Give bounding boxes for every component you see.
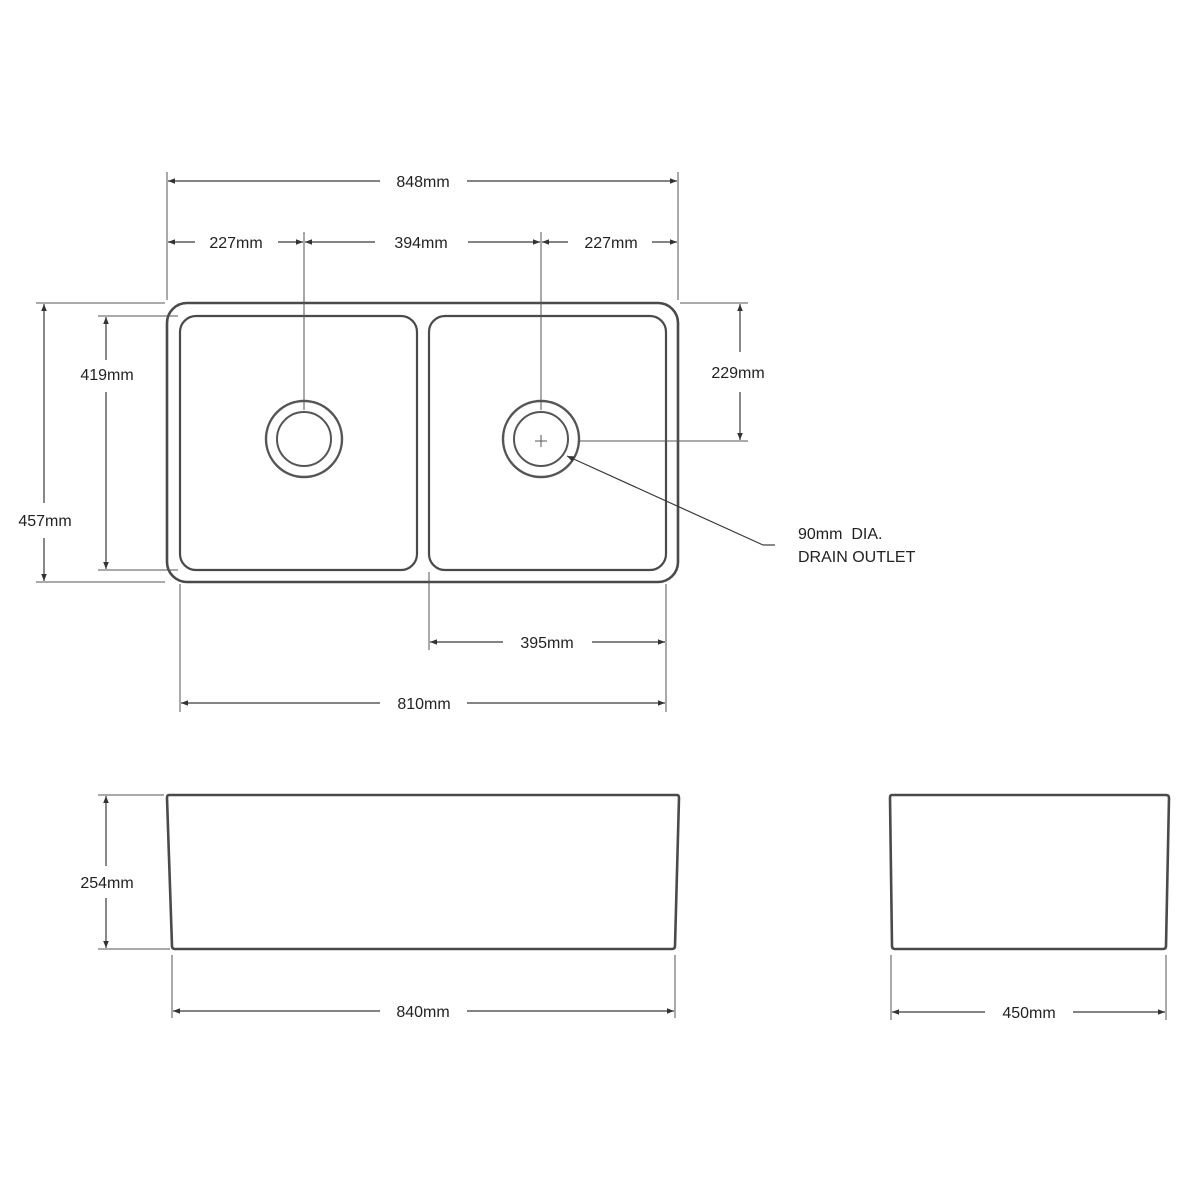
sink-outline — [165, 301, 680, 584]
drain-callout: 90mm DIA. DRAIN OUTLET — [566, 455, 916, 566]
dim-drain-positions: 227mm 394mm 227mm — [168, 235, 677, 252]
dim-label-drain-spacing: 394mm — [394, 235, 447, 252]
dim-label-right-bowl-width: 395mm — [520, 635, 573, 652]
dim-label-left-offset: 227mm — [209, 235, 262, 252]
dim-label-overall-width: 848mm — [396, 174, 449, 191]
dim-label-bowl-depth: 419mm — [80, 367, 133, 384]
dim-side-width: 450mm — [892, 1005, 1165, 1022]
left-bowl — [178, 314, 419, 572]
dim-bowl-depth: 419mm — [80, 317, 134, 569]
dim-label-front-height: 254mm — [80, 875, 133, 892]
dim-label-front-width: 840mm — [396, 1004, 449, 1021]
right-drain — [501, 399, 581, 479]
dim-base-width: 810mm — [181, 696, 665, 713]
dim-drain-from-back: 229mm — [711, 304, 765, 440]
dim-front-width: 840mm — [173, 1004, 674, 1021]
front-view-outline — [165, 793, 681, 951]
dim-label-side-width: 450mm — [1002, 1005, 1055, 1022]
dim-overall-width: 848mm — [168, 174, 677, 191]
dim-front-height: 254mm — [80, 796, 134, 948]
side-view-outline — [888, 793, 1171, 951]
left-drain — [264, 399, 344, 479]
dim-right-bowl-width: 395mm — [430, 635, 665, 652]
dim-label-overall-depth: 457mm — [18, 513, 71, 530]
dim-label-base-width: 810mm — [397, 696, 450, 713]
dim-label-drain-from-back: 229mm — [711, 365, 764, 382]
plan-view: 848mm 227mm 394mm 227mm 457mm 419mm — [18, 172, 916, 713]
drain-note-line2: DRAIN OUTLET — [798, 549, 916, 566]
dim-overall-depth: 457mm — [18, 304, 72, 581]
front-view: 254mm 840mm — [80, 793, 681, 1021]
dim-label-right-offset: 227mm — [584, 235, 637, 252]
side-view: 450mm — [888, 793, 1171, 1022]
right-bowl — [427, 314, 668, 572]
drain-note-line1: 90mm DIA. — [798, 526, 882, 543]
